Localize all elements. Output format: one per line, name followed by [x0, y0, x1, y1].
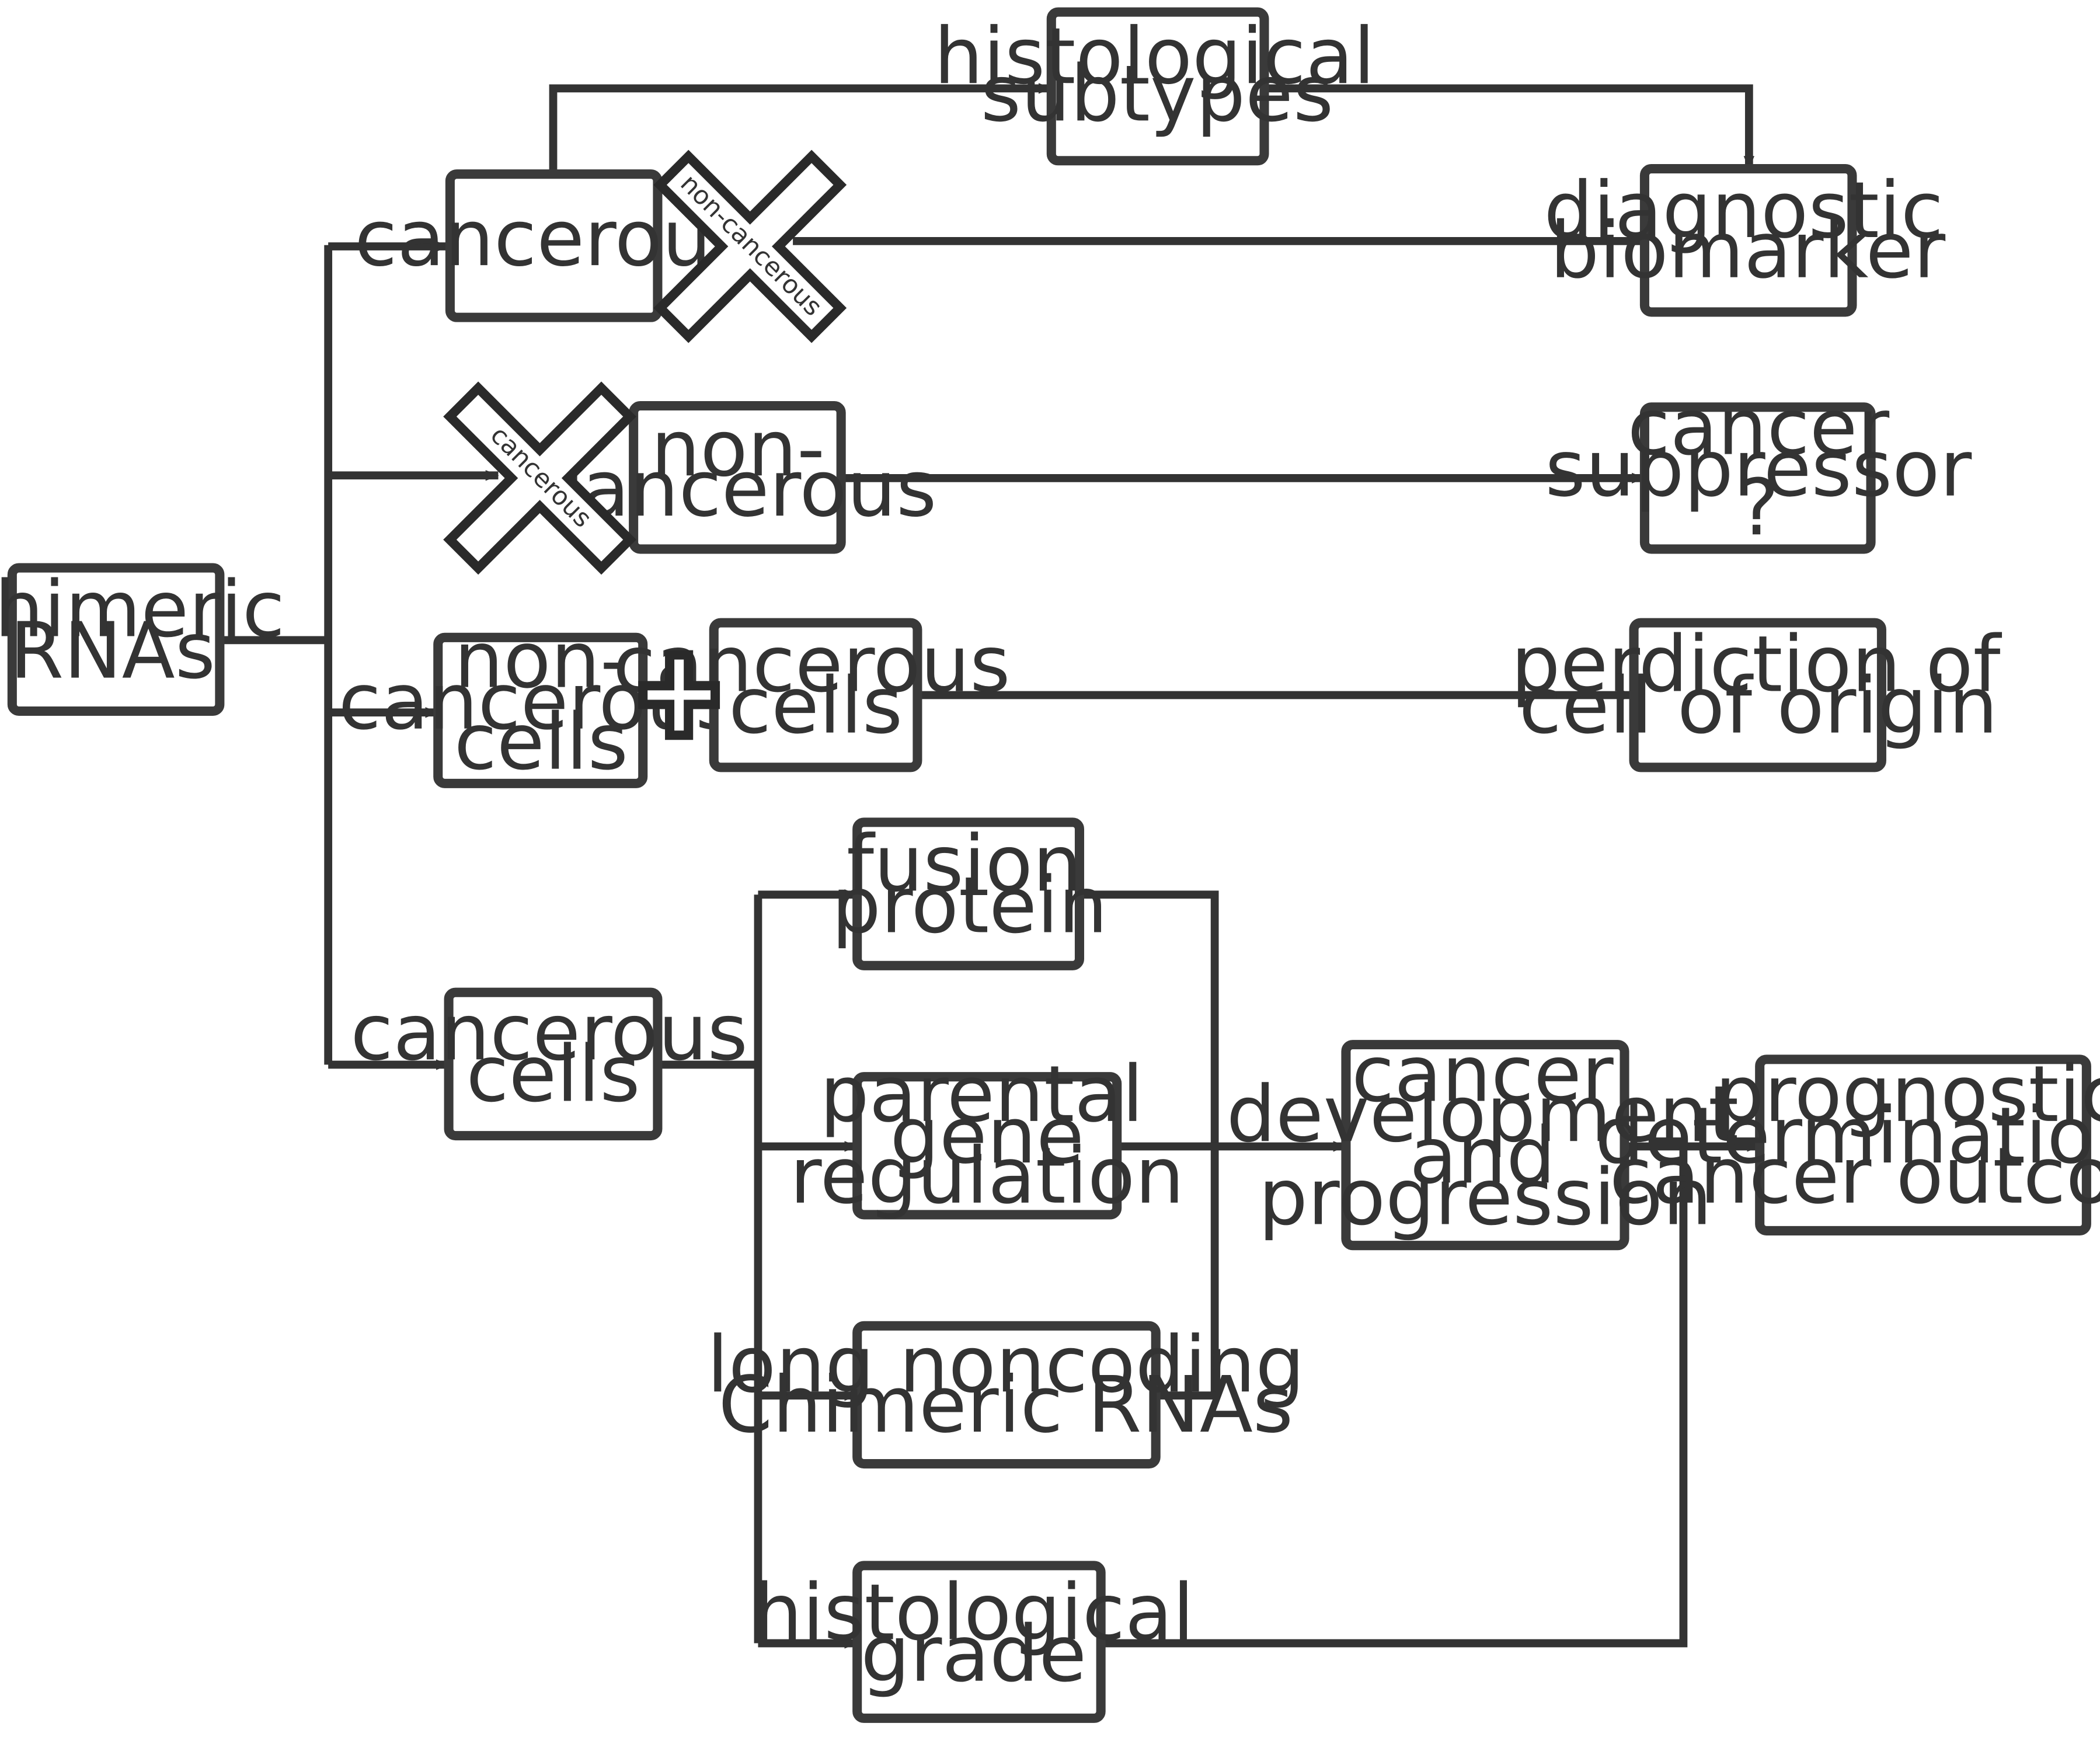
label-long-noncoding: long noncodingChimeric RNAs	[707, 1320, 1305, 1450]
label-histological-subtypes: histologicalsubtypes	[934, 12, 1375, 139]
label-cancer-development: cancerdevelopmentandprogression	[1227, 1029, 1739, 1242]
connector-grade-to-prognostic	[1101, 1146, 1688, 1648]
label-diagnostic-biomarker: diagnosticbiomarker	[1544, 166, 1945, 296]
node-noncancerous-row2: non-cancerous	[539, 401, 936, 554]
label-perdiction: perdiction ofcell of origin	[1511, 620, 2003, 751]
node-cancer-suppressor: cancersuppressor?	[1545, 383, 1972, 554]
node-long-noncoding: long noncodingChimeric RNAs	[707, 1320, 1305, 1469]
plus-icon	[638, 650, 720, 740]
node-perdiction: perdiction ofcell of origin	[1511, 618, 2003, 772]
node-parental-gene: parentalgeneregulation	[790, 1050, 1185, 1221]
arrow-subtypes-to-biomarker	[1264, 84, 1755, 170]
label-cancer-suppressor: cancersuppressor?	[1545, 383, 1972, 554]
node-histological-grade: histologicalgrade	[753, 1561, 1194, 1723]
label-histological-grade: histologicalgrade	[753, 1568, 1194, 1700]
label-parental-gene: parentalgeneregulation	[790, 1050, 1185, 1221]
connectors	[220, 83, 1761, 1649]
node-cancerous-top: cancerous	[354, 169, 752, 322]
label-prognostic: prognosticdetermination ofcancer outcome	[1595, 1050, 2100, 1221]
node-cancer-development: cancerdevelopmentandprogression	[1227, 1029, 1739, 1251]
node-histological-subtypes: histologicalsubtypes	[934, 7, 1375, 166]
node-prognostic: prognosticdetermination ofcancer outcome	[1595, 1050, 2100, 1235]
node-diagnostic-biomarker: diagnosticbiomarker	[1544, 163, 1946, 317]
node-fusion-protein: fusionprotein	[831, 817, 1108, 970]
label-cancerous-cells-row4: cancerouscells	[350, 988, 748, 1119]
label-fusion-protein: fusionprotein	[831, 819, 1108, 951]
node-cancerous-cells-row4: cancerouscells	[350, 987, 748, 1141]
arrow-to-histological-subtypes	[549, 83, 1052, 175]
